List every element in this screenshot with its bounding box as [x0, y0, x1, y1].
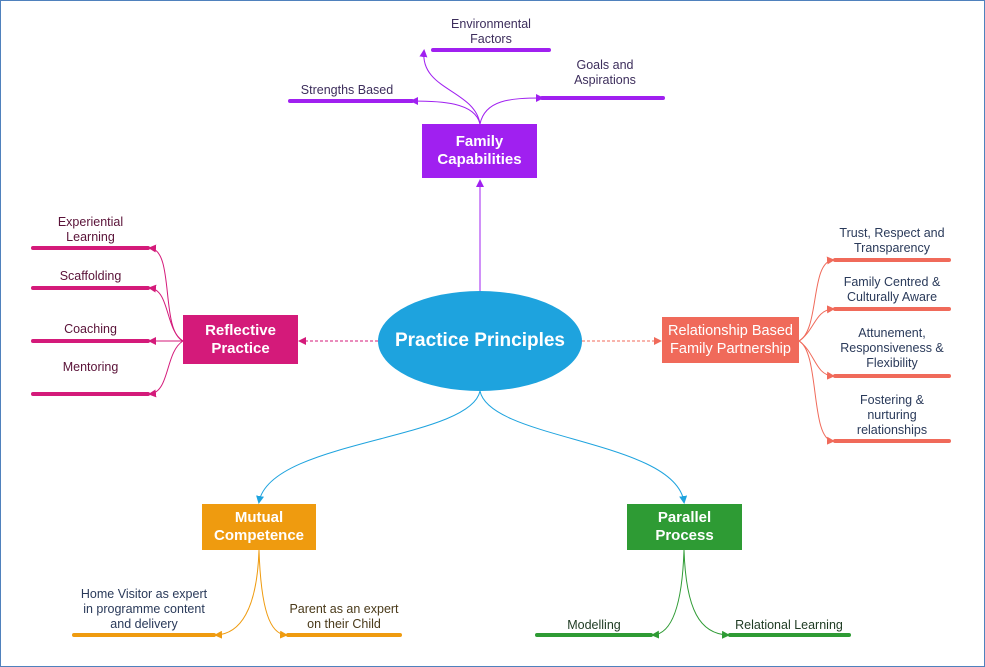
- leaf-scaffolding[interactable]: Scaffolding: [59, 269, 122, 283]
- branch-parallel-process[interactable]: Parallel Process: [627, 504, 742, 550]
- leaf-experiential-learning[interactable]: Experiential Learning: [57, 215, 124, 244]
- branch-relationship-based[interactable]: Relationship Based Family Partnership: [662, 317, 799, 363]
- connector-parallel: [479, 390, 688, 504]
- leaf-attunement[interactable]: Attunement, Responsiveness & Flexibility: [840, 326, 944, 370]
- leaf-coaching[interactable]: Coaching: [64, 322, 117, 336]
- leaf-modelling[interactable]: Modelling: [567, 618, 621, 632]
- branch-mutual-competence[interactable]: Mutual Competence: [202, 504, 316, 550]
- connector-mutual: [256, 390, 481, 504]
- leaf-strengths-based[interactable]: Strengths Based: [300, 83, 394, 97]
- leaf-relational-learning[interactable]: Relational Learning: [735, 618, 843, 632]
- leaf-mentoring[interactable]: Mentoring: [62, 360, 119, 374]
- central-node[interactable]: Practice Principles: [378, 291, 582, 391]
- branch-family-capabilities[interactable]: Family Capabilities: [422, 124, 537, 178]
- branch-reflective-practice[interactable]: Reflective Practice: [183, 315, 298, 364]
- leaf-parent-expert[interactable]: Parent as an expert on their Child: [289, 602, 399, 631]
- leaf-goals-aspirations[interactable]: Goals and Aspirations: [574, 58, 636, 87]
- leaf-family-centred[interactable]: Family Centred & Culturally Aware: [843, 275, 941, 304]
- leaf-fostering[interactable]: Fostering & nurturing relationships: [856, 393, 928, 437]
- leaf-home-visitor-expert[interactable]: Home Visitor as expert in programme cont…: [80, 587, 208, 631]
- leaf-trust-respect[interactable]: Trust, Respect and Transparency: [839, 226, 945, 255]
- leaf-environmental-factors[interactable]: Environmental Factors: [451, 17, 531, 46]
